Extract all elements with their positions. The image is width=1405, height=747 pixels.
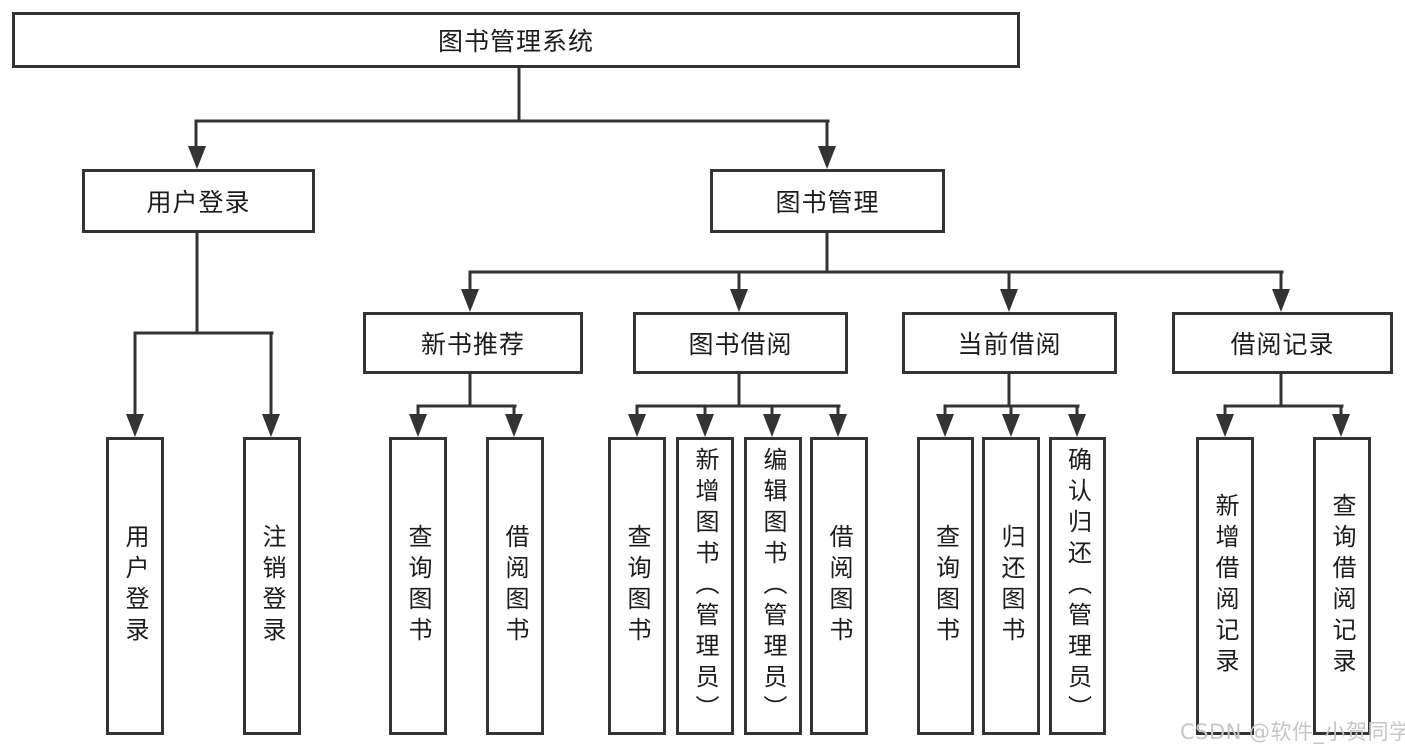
csdn-watermark: CSDN @软件_小贺同学 <box>1180 720 1405 744</box>
connector-line <box>635 372 841 417</box>
connector-line <box>416 372 517 417</box>
node-label: 查询图书 <box>931 524 960 648</box>
leaf-borrow-books-recommend: 借阅图书 <box>486 437 544 735</box>
connector-line <box>1223 372 1344 417</box>
node-label: 用户登录 <box>121 524 149 648</box>
arrow-down-icon <box>126 414 280 437</box>
node-label: 归还图书 <box>997 524 1025 648</box>
node-label: 用户登录 <box>146 188 251 217</box>
node-borrow-records: 借阅记录 <box>1172 312 1393 374</box>
connector-user-login-branch <box>126 230 280 437</box>
arrow-down-icon <box>409 414 523 437</box>
node-label: 新增图书（管理员） <box>691 446 719 726</box>
node-label: 查询借阅记录 <box>1328 493 1356 679</box>
node-label: 注销登录 <box>258 524 286 648</box>
node-current-borrow: 当前借阅 <box>902 312 1117 374</box>
node-book-borrow: 图书借阅 <box>633 312 848 374</box>
connector-book-management-branch <box>461 230 1290 312</box>
node-label: 查询图书 <box>404 524 432 648</box>
connector-line <box>468 230 1284 292</box>
leaf-confirm-return-admin: 确认归还（管理员） <box>1049 437 1106 735</box>
connector-book-borrow-branch <box>628 372 847 437</box>
node-label: 图书管理系统 <box>437 27 594 56</box>
leaf-add-borrow-record: 新增借阅记录 <box>1196 437 1254 735</box>
node-label: 查询图书 <box>623 524 651 648</box>
arrow-down-icon <box>188 146 836 169</box>
leaf-borrow-books: 借阅图书 <box>810 437 868 735</box>
connector-borrow-records-branch <box>1216 372 1350 437</box>
node-book-management: 图书管理 <box>710 169 945 233</box>
node-label: 借阅记录 <box>1230 330 1335 359</box>
arrow-down-icon <box>461 289 1290 312</box>
node-user-login: 用户登录 <box>82 169 315 233</box>
leaf-query-books-recommend: 查询图书 <box>389 437 447 735</box>
node-label: 图书借阅 <box>688 330 793 359</box>
leaf-query-borrow-record: 查询借阅记录 <box>1313 437 1371 735</box>
leaf-logout: 注销登录 <box>243 437 301 735</box>
connector-line <box>133 230 274 417</box>
leaf-query-books-current: 查询图书 <box>917 437 974 735</box>
node-label: 当前借阅 <box>957 330 1062 359</box>
leaf-user-login: 用户登录 <box>106 437 164 735</box>
arrow-down-icon <box>936 414 1086 437</box>
leaf-query-books-borrow: 查询图书 <box>608 437 666 735</box>
node-root-system: 图书管理系统 <box>12 12 1020 68</box>
node-label: 图书管理 <box>775 188 880 217</box>
connector-line <box>194 66 830 149</box>
node-new-book-recommend: 新书推荐 <box>363 312 583 374</box>
arrow-down-icon <box>1216 414 1350 437</box>
node-label: 借阅图书 <box>501 524 529 648</box>
leaf-return-books: 归还图书 <box>982 437 1040 735</box>
leaf-edit-books-admin: 编辑图书（管理员） <box>744 437 802 735</box>
node-label: 新增借阅记录 <box>1211 493 1239 679</box>
node-label: 确认归还（管理员） <box>1063 446 1092 726</box>
node-label: 借阅图书 <box>825 524 853 648</box>
arrow-down-icon <box>628 414 847 437</box>
connector-current-borrow-branch <box>936 372 1086 437</box>
node-label: 新书推荐 <box>420 330 525 359</box>
connector-new-book-branch <box>409 372 523 437</box>
leaf-add-books-admin: 新增图书（管理员） <box>676 437 734 735</box>
connector-root-to-level2 <box>188 66 836 169</box>
node-label: 编辑图书（管理员） <box>759 446 787 726</box>
connector-line <box>943 372 1080 417</box>
